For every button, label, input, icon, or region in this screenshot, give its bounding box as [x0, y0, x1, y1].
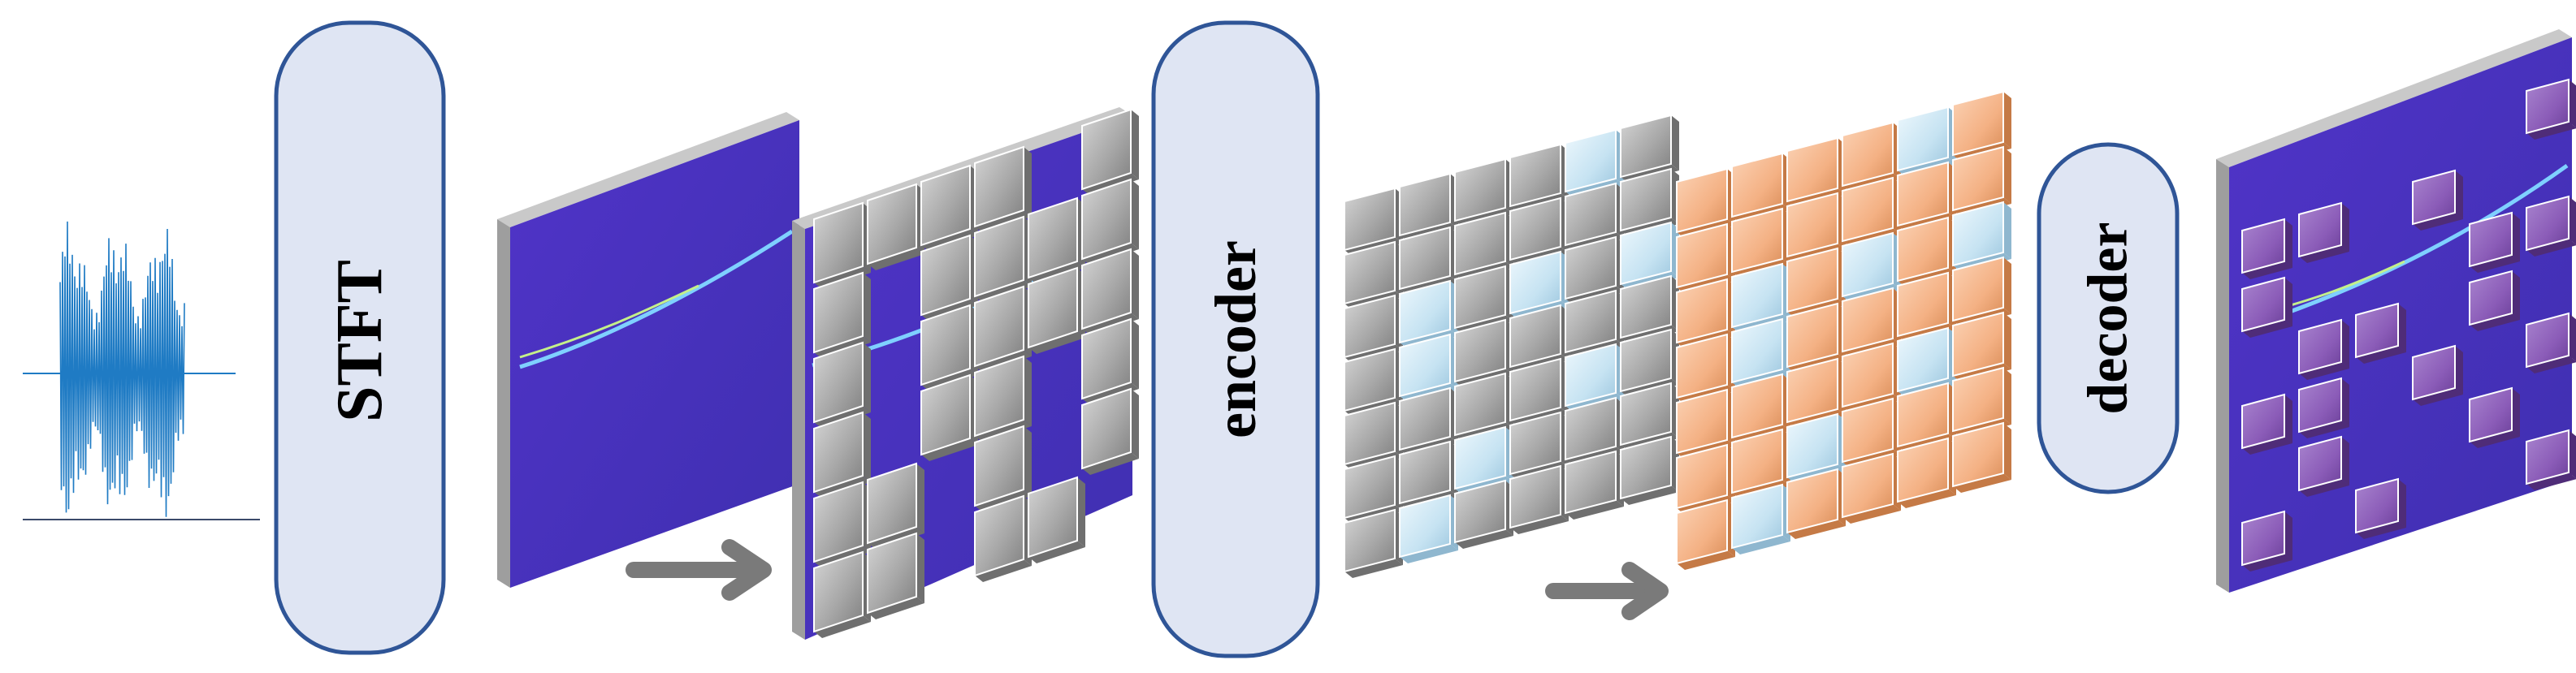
masked-patch	[1081, 178, 1139, 265]
masked-patch	[1028, 196, 1085, 284]
masked-patch	[974, 425, 1032, 512]
encoder-input-patch	[1620, 435, 1679, 505]
decoder-output-patch	[2298, 435, 2349, 497]
decoder-block: decoder	[2037, 142, 2180, 494]
encoder-output-patch	[1676, 498, 1735, 570]
decoder-output-patch	[2526, 78, 2576, 140]
masked-patch	[813, 341, 871, 429]
decoder-output-patch	[2469, 270, 2520, 331]
encoder-block: encoder	[1151, 20, 1320, 658]
masked-patch	[813, 550, 871, 638]
stft-label: STFT	[324, 260, 396, 422]
decoder-output-patch	[2298, 201, 2349, 263]
stft-block: STFT	[274, 20, 446, 655]
patch-grid-masked	[813, 108, 1139, 638]
masked-patch	[974, 145, 1032, 233]
patch-grid-encoder-output	[1676, 90, 2011, 570]
decoder-label: decoder	[2077, 222, 2140, 414]
masked-patch	[1081, 248, 1139, 335]
decoder-output-patch	[2526, 195, 2576, 257]
decoder-output-patch	[2526, 312, 2576, 373]
waveform-trace	[59, 221, 185, 517]
encoder-output-patch	[1786, 302, 1846, 373]
arrow-to-masking	[626, 539, 772, 601]
encoder-output-patch	[1786, 468, 1846, 539]
arrow-to-latent	[1545, 562, 1669, 620]
patch-grid-decoder-output	[2241, 78, 2576, 572]
encoder-output-patch	[1952, 311, 2011, 382]
patch-grid-encoder-input	[1344, 114, 1679, 578]
decoder-output-patch	[2298, 318, 2349, 380]
spectrogram	[497, 112, 799, 588]
decoder-output-patch	[2241, 276, 2292, 338]
masked-patch	[867, 462, 924, 550]
masked-patch	[974, 355, 1032, 442]
masked-patch	[1081, 317, 1139, 405]
decoder-output-patch	[2469, 386, 2520, 448]
time-signal	[23, 221, 260, 520]
reconstructed-spectrogram	[2216, 29, 2576, 593]
decoder-output-patch	[2469, 211, 2520, 273]
decoder-output-patch	[2526, 429, 2576, 490]
signal-waveform	[59, 221, 185, 517]
masked-patch	[867, 532, 924, 619]
encoder-label: encoder	[1203, 240, 1268, 438]
masked-patch	[813, 411, 871, 498]
masked-patch	[813, 271, 871, 359]
encoder-output-patch	[1897, 437, 1956, 508]
encoder-input-patch	[1509, 464, 1569, 534]
encoder-input-patch	[1565, 450, 1624, 520]
decoder-output-patch	[2241, 218, 2292, 279]
decoder-output-patch	[2412, 344, 2463, 406]
decoder-output-patch	[2241, 510, 2292, 572]
encoder-output-patch	[1952, 421, 2011, 493]
encoder-input-patch	[1399, 494, 1458, 563]
masked-patch	[867, 183, 924, 270]
decoder-output-patch	[2355, 302, 2406, 364]
decoder-output-patch	[2298, 377, 2349, 438]
decoder-output-patch	[2355, 477, 2406, 539]
encoder-output-patch	[1731, 483, 1790, 554]
masked-patch	[974, 494, 1032, 582]
encoder-input-patch	[1344, 508, 1403, 578]
decoder-output-patch	[2241, 393, 2292, 455]
encoder-output-patch	[1842, 452, 1901, 524]
chirp-line	[519, 229, 794, 369]
decoder-output-patch	[2412, 169, 2463, 231]
masked-patch	[1081, 108, 1139, 196]
masked-patch	[1028, 476, 1085, 563]
encoder-input-patch	[1454, 479, 1513, 549]
masked-patch	[1081, 387, 1139, 475]
masked-spectrogram	[792, 107, 1139, 640]
